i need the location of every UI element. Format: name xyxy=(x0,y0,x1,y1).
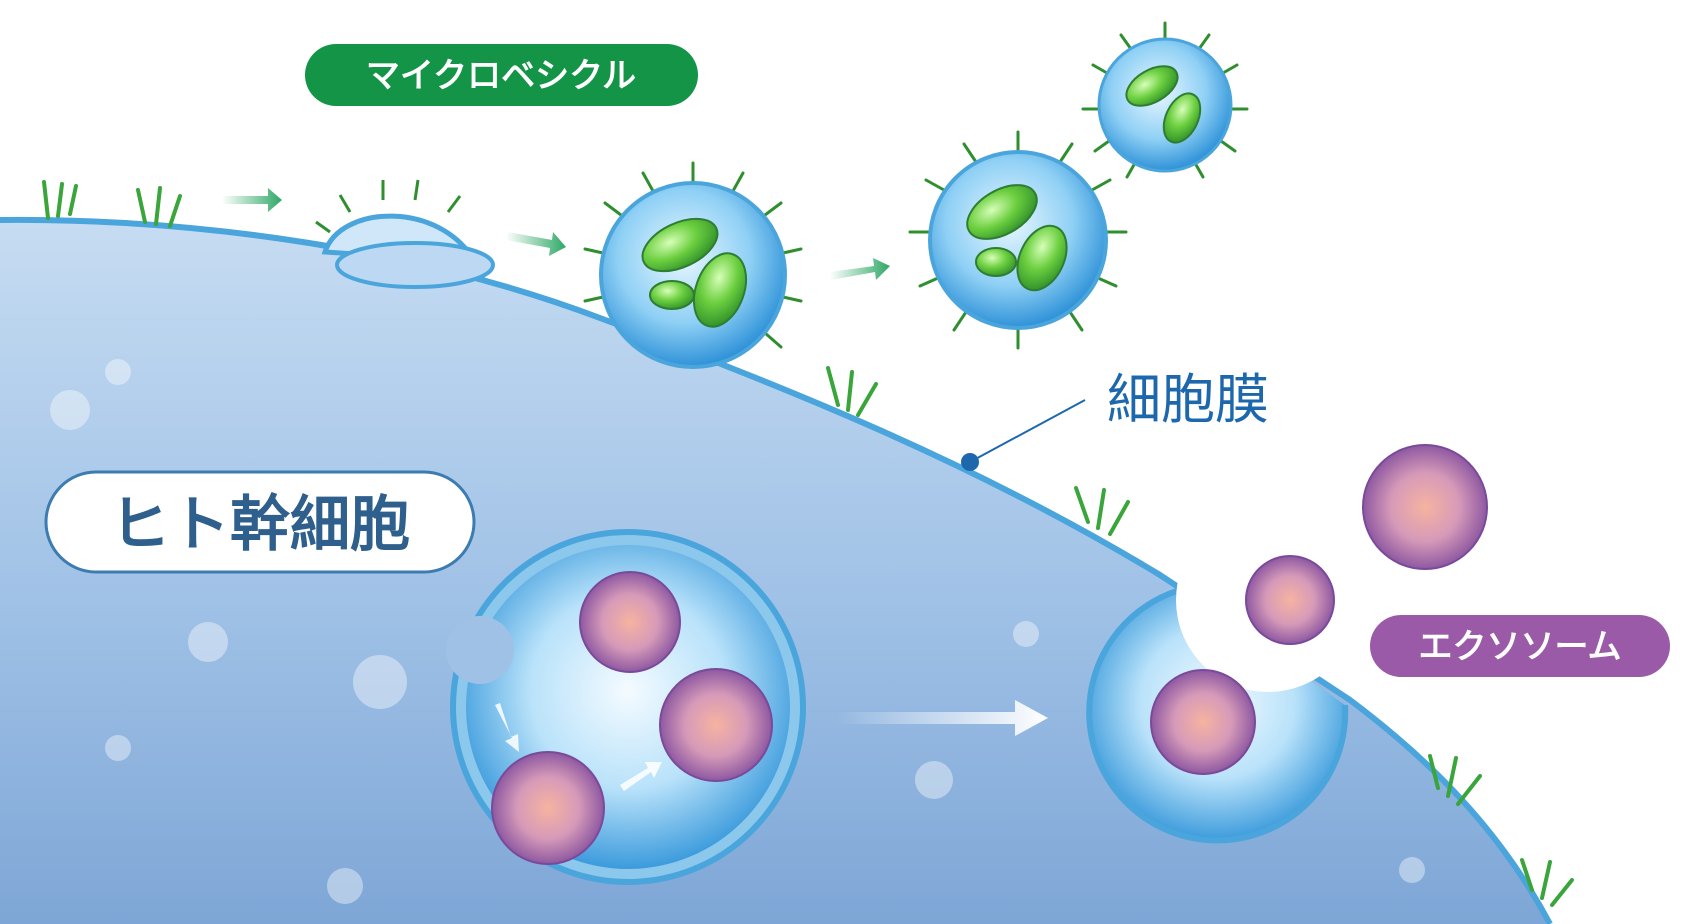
exosome-badge: エクソソーム xyxy=(1370,615,1670,677)
exosome-released-large xyxy=(1362,444,1488,570)
microvesicle-badge: マイクロベシクル xyxy=(305,44,698,106)
exosome-fusing xyxy=(1150,669,1256,775)
membrane-receptors xyxy=(42,180,1574,907)
exosome-released-small xyxy=(1245,555,1335,645)
cell-membrane-label: 細胞膜 xyxy=(1107,368,1269,431)
microvesicle-budding xyxy=(583,161,803,369)
microvesicle-small xyxy=(1081,21,1249,179)
microvesicle-released xyxy=(908,130,1128,350)
membrane-pointer xyxy=(961,399,1086,471)
exosome-mvb-2 xyxy=(659,668,773,782)
mvb-inner-arrows xyxy=(495,703,662,791)
exosome-mvb-3 xyxy=(491,751,605,865)
exosome-label: エクソソーム xyxy=(1419,627,1622,667)
microvesicle-arrows xyxy=(222,188,890,280)
budding-bump xyxy=(315,179,495,289)
interior-dots xyxy=(50,359,1425,904)
stem-cell-badge: ヒト幹細胞 xyxy=(44,470,476,574)
transport-arrow xyxy=(835,700,1048,736)
exosome-mvb-1 xyxy=(579,571,681,673)
microvesicle-label: マイクロベシクル xyxy=(366,56,636,96)
stem-cell-label: ヒト幹細胞 xyxy=(110,490,410,560)
